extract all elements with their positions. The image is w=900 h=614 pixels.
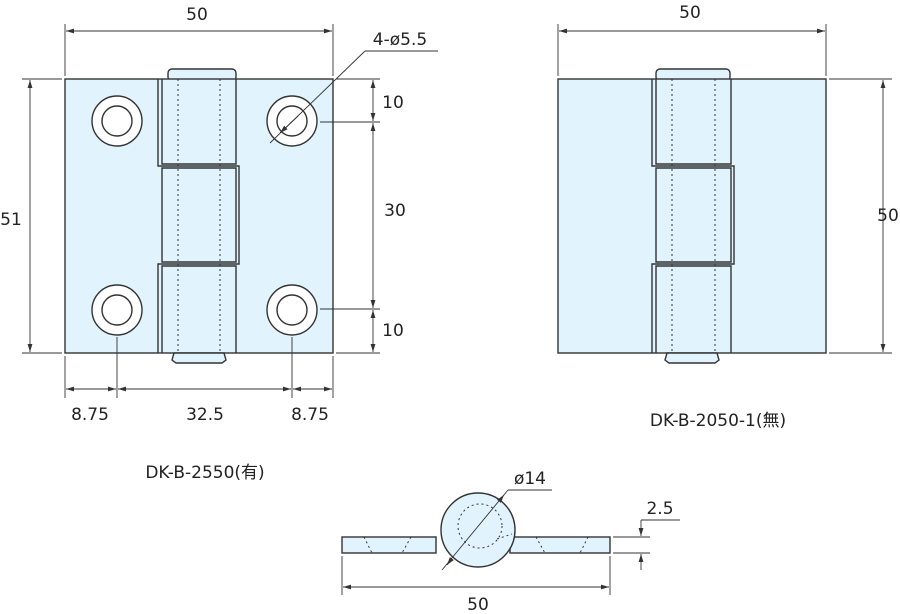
model-label-with-holes: DK-B-2550(有)	[145, 463, 264, 483]
thickness-label: 2.5	[646, 499, 673, 519]
dim-hole-offset-top: 10	[382, 93, 404, 113]
hinge-plate	[557, 78, 827, 354]
dim-width: 50	[679, 3, 701, 23]
pin-end	[664, 352, 720, 364]
dim-height: 50	[877, 206, 899, 226]
knuckle-diameter-label: ø14	[514, 469, 546, 489]
hinge-side-view: ø14 2.5 50	[341, 469, 680, 614]
dim-hole-edge-right: 8.75	[291, 405, 329, 425]
dim-hole-edge-left: 8.75	[71, 405, 109, 425]
hinge-without-holes-front-view: 50 50 DK-B-2050-1(無)	[557, 3, 899, 431]
hole-spec-label: 4-ø5.5	[373, 30, 427, 50]
hinge-with-holes-front-view: 50 51 10 30 10 8.75 32.5 8.75 4-ø5.5 DK-…	[0, 5, 438, 483]
dim-hole-pitch: 30	[384, 201, 406, 221]
pin-end	[171, 352, 227, 364]
dim-hole-offset-bottom: 10	[382, 321, 404, 341]
dim-height: 51	[0, 210, 22, 230]
mounting-holes	[91, 95, 318, 336]
dim-hole-pitch-horizontal: 32.5	[186, 405, 224, 425]
dim-width: 50	[186, 5, 208, 25]
model-label-without-holes: DK-B-2050-1(無)	[650, 411, 786, 431]
side-width-label: 50	[467, 595, 489, 614]
